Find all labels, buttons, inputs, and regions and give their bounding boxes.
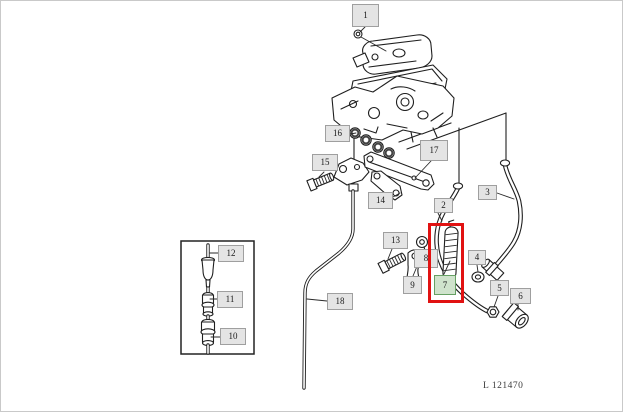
- part-label-15[interactable]: 15: [312, 154, 338, 171]
- part-label-18[interactable]: 18: [327, 293, 353, 310]
- fitting-6-drawing: [501, 302, 529, 329]
- part-label-4[interactable]: 4: [468, 250, 486, 265]
- arm-17-drawing: [363, 151, 435, 191]
- part-label-9[interactable]: 9: [403, 276, 422, 294]
- leader-lines: [209, 26, 519, 338]
- bolt-13-drawing: [377, 252, 407, 274]
- part-label-5[interactable]: 5: [490, 280, 509, 296]
- valve-body-drawing: [331, 75, 455, 143]
- part-label-17[interactable]: 17: [420, 140, 448, 161]
- tube-18-drawing: [302, 183, 359, 390]
- part-label-8[interactable]: 8: [414, 249, 438, 268]
- part-label-14[interactable]: 14: [368, 192, 393, 209]
- part-label-7[interactable]: 7: [434, 275, 456, 295]
- inset-box: [180, 240, 255, 355]
- ring-4-drawing: [471, 271, 485, 283]
- part-label-10[interactable]: 10: [220, 328, 246, 345]
- part-label-1[interactable]: 1: [352, 4, 379, 27]
- part-label-3[interactable]: 3: [478, 185, 497, 200]
- part-label-12[interactable]: 12: [218, 245, 244, 262]
- inset-parts-drawing: [200, 243, 216, 355]
- figure-code: L 121470: [483, 381, 524, 391]
- part-label-11[interactable]: 11: [217, 291, 243, 308]
- part-label-13[interactable]: 13: [383, 232, 408, 249]
- part-label-2[interactable]: 2: [434, 198, 453, 213]
- part-label-16[interactable]: 16: [325, 125, 350, 142]
- part-label-6[interactable]: 6: [510, 288, 531, 304]
- bolt-15-drawing: [306, 172, 335, 192]
- eyelet-8-drawing: [415, 235, 429, 258]
- hose-3-drawing: [481, 159, 523, 281]
- nut-5-drawing: [486, 306, 500, 318]
